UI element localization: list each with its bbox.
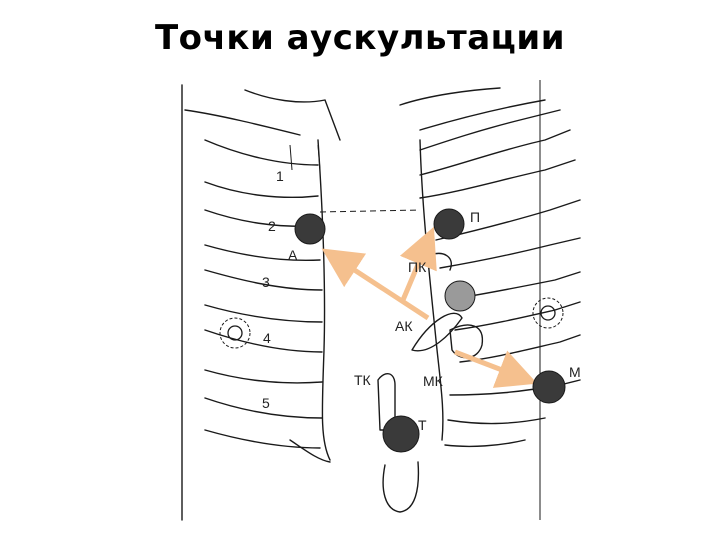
arrows xyxy=(321,226,538,388)
arrow-to-aortic xyxy=(321,248,430,321)
arrow-to-pulmonary xyxy=(399,226,437,301)
rib-label-2: 2 xyxy=(268,218,276,234)
rib-label-5: 5 xyxy=(262,395,270,411)
tricuspid-label: Т xyxy=(418,417,427,433)
pulmonary-point xyxy=(433,208,465,240)
left-ribs xyxy=(204,139,331,463)
chest-outline xyxy=(181,80,546,521)
rib-label-3: 3 xyxy=(262,274,270,290)
pulmonary-label: П xyxy=(470,209,480,225)
rib-label-1: 1 xyxy=(276,168,284,184)
aortic-label: А xyxy=(288,247,298,263)
arrow-to-mitral xyxy=(454,349,538,388)
aortic-point xyxy=(294,213,326,245)
marker-circles xyxy=(219,297,564,349)
aortic-projection-label: АК xyxy=(395,318,413,334)
mitral-projection-label: МК xyxy=(423,373,444,389)
rib-label-4: 4 xyxy=(263,330,271,346)
labels: 1 2 3 4 5 А П ПК АК ТК МК Т М xyxy=(262,168,581,433)
tricuspid-projection-label: ТК xyxy=(354,372,372,388)
pulmonary-projection-label: ПК xyxy=(408,259,427,275)
slide-title: Точки аускультации xyxy=(154,18,566,58)
mitral-point xyxy=(532,370,566,404)
tricuspid-point xyxy=(382,415,420,453)
aortic-valve-gray-point xyxy=(444,280,476,312)
auscultation-points xyxy=(294,208,566,453)
mitral-label: М xyxy=(569,364,581,380)
